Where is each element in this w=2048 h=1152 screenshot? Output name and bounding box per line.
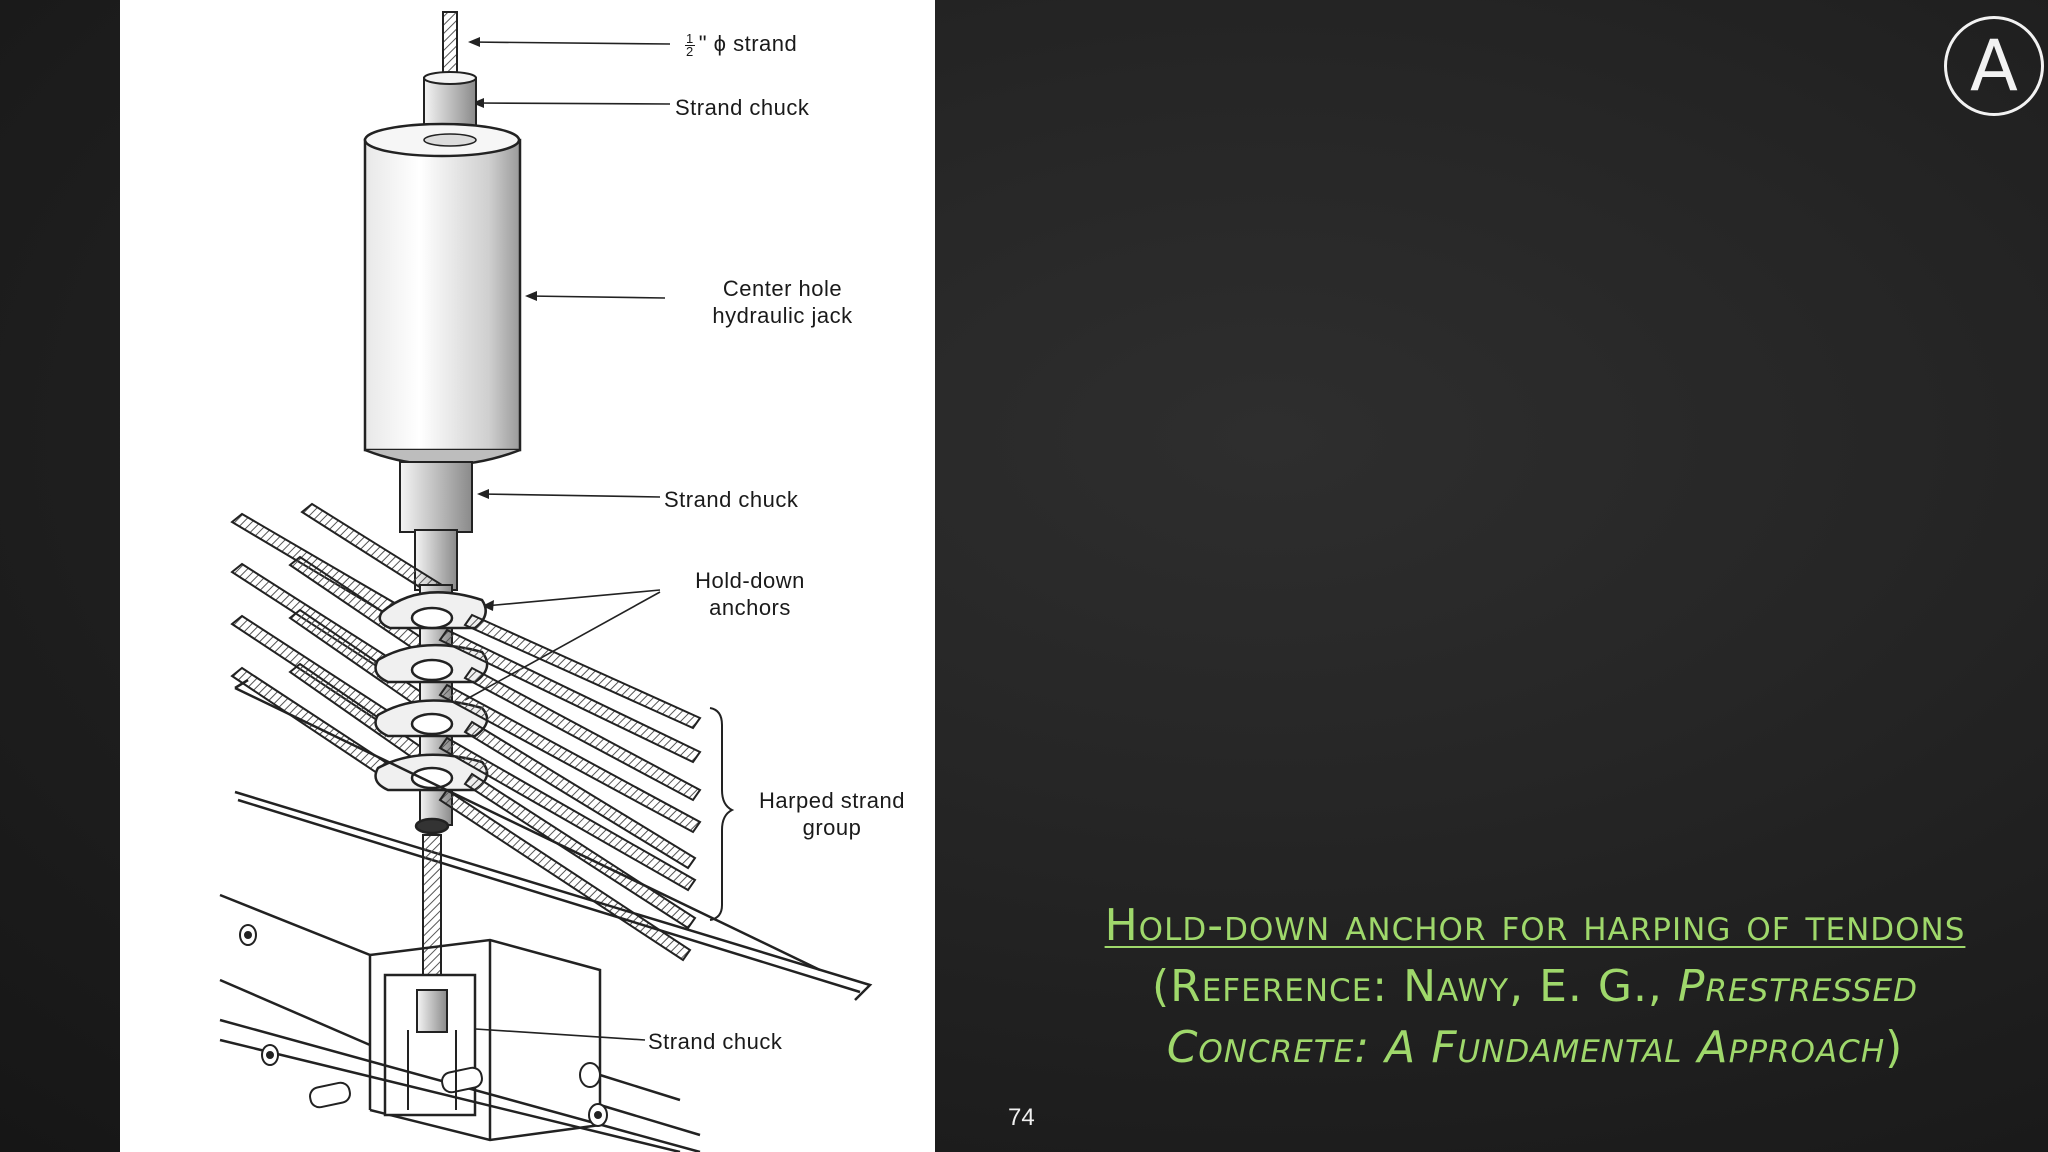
caption-reference-close: )	[1885, 1022, 1904, 1073]
harped-group-brace	[709, 707, 735, 921]
label-jack-line2: hydraulic jack	[712, 303, 853, 328]
base-frame	[219, 893, 701, 1152]
label-harped-line2: group	[802, 815, 862, 840]
page-number: 74	[1008, 1104, 1035, 1131]
brand-logo: A	[1944, 16, 2044, 116]
label-hold-down-anchors: Hold-down anchors	[660, 567, 840, 621]
label-strand-chuck-mid: Strand chuck	[664, 487, 799, 512]
leader-arrowheads	[468, 37, 537, 611]
label-harped-line1: Harped strand	[759, 788, 905, 813]
figure-caption: Hold-down anchor for harping of tendons …	[1070, 895, 2000, 1078]
caption-title: Hold-down anchor for harping of tendons	[1104, 900, 1966, 951]
strand-chuck-bottom	[416, 989, 448, 1033]
caption-reference-book: Prestressed Concrete: A Fundamental Appr…	[1166, 961, 1919, 1073]
label-harped-strand-group: Harped strand group	[732, 787, 932, 841]
hydraulic-jack	[363, 138, 522, 452]
label-anchors-line2: anchors	[709, 595, 791, 620]
harped-strands-left	[230, 502, 452, 787]
label-center-hole-jack: Center hole hydraulic jack	[670, 275, 895, 329]
hold-down-anchor-diagram	[219, 11, 873, 1152]
casting-bed	[234, 678, 873, 1001]
strand-chuck-mid	[399, 461, 473, 533]
caption-reference-open: (Reference: Nawy, E. G.,	[1151, 961, 1678, 1012]
harped-strands-right	[438, 613, 702, 962]
caption-reference: (Reference: Nawy, E. G., Prestressed Con…	[1070, 956, 2000, 1078]
base-bolts	[239, 924, 608, 1127]
label-strand-chuck-bottom: Strand chuck	[648, 1029, 783, 1054]
label-jack-line1: Center hole	[722, 276, 843, 301]
label-strand-chuck-top: Strand chuck	[675, 95, 810, 120]
label-anchors-line1: Hold-down	[695, 568, 805, 593]
